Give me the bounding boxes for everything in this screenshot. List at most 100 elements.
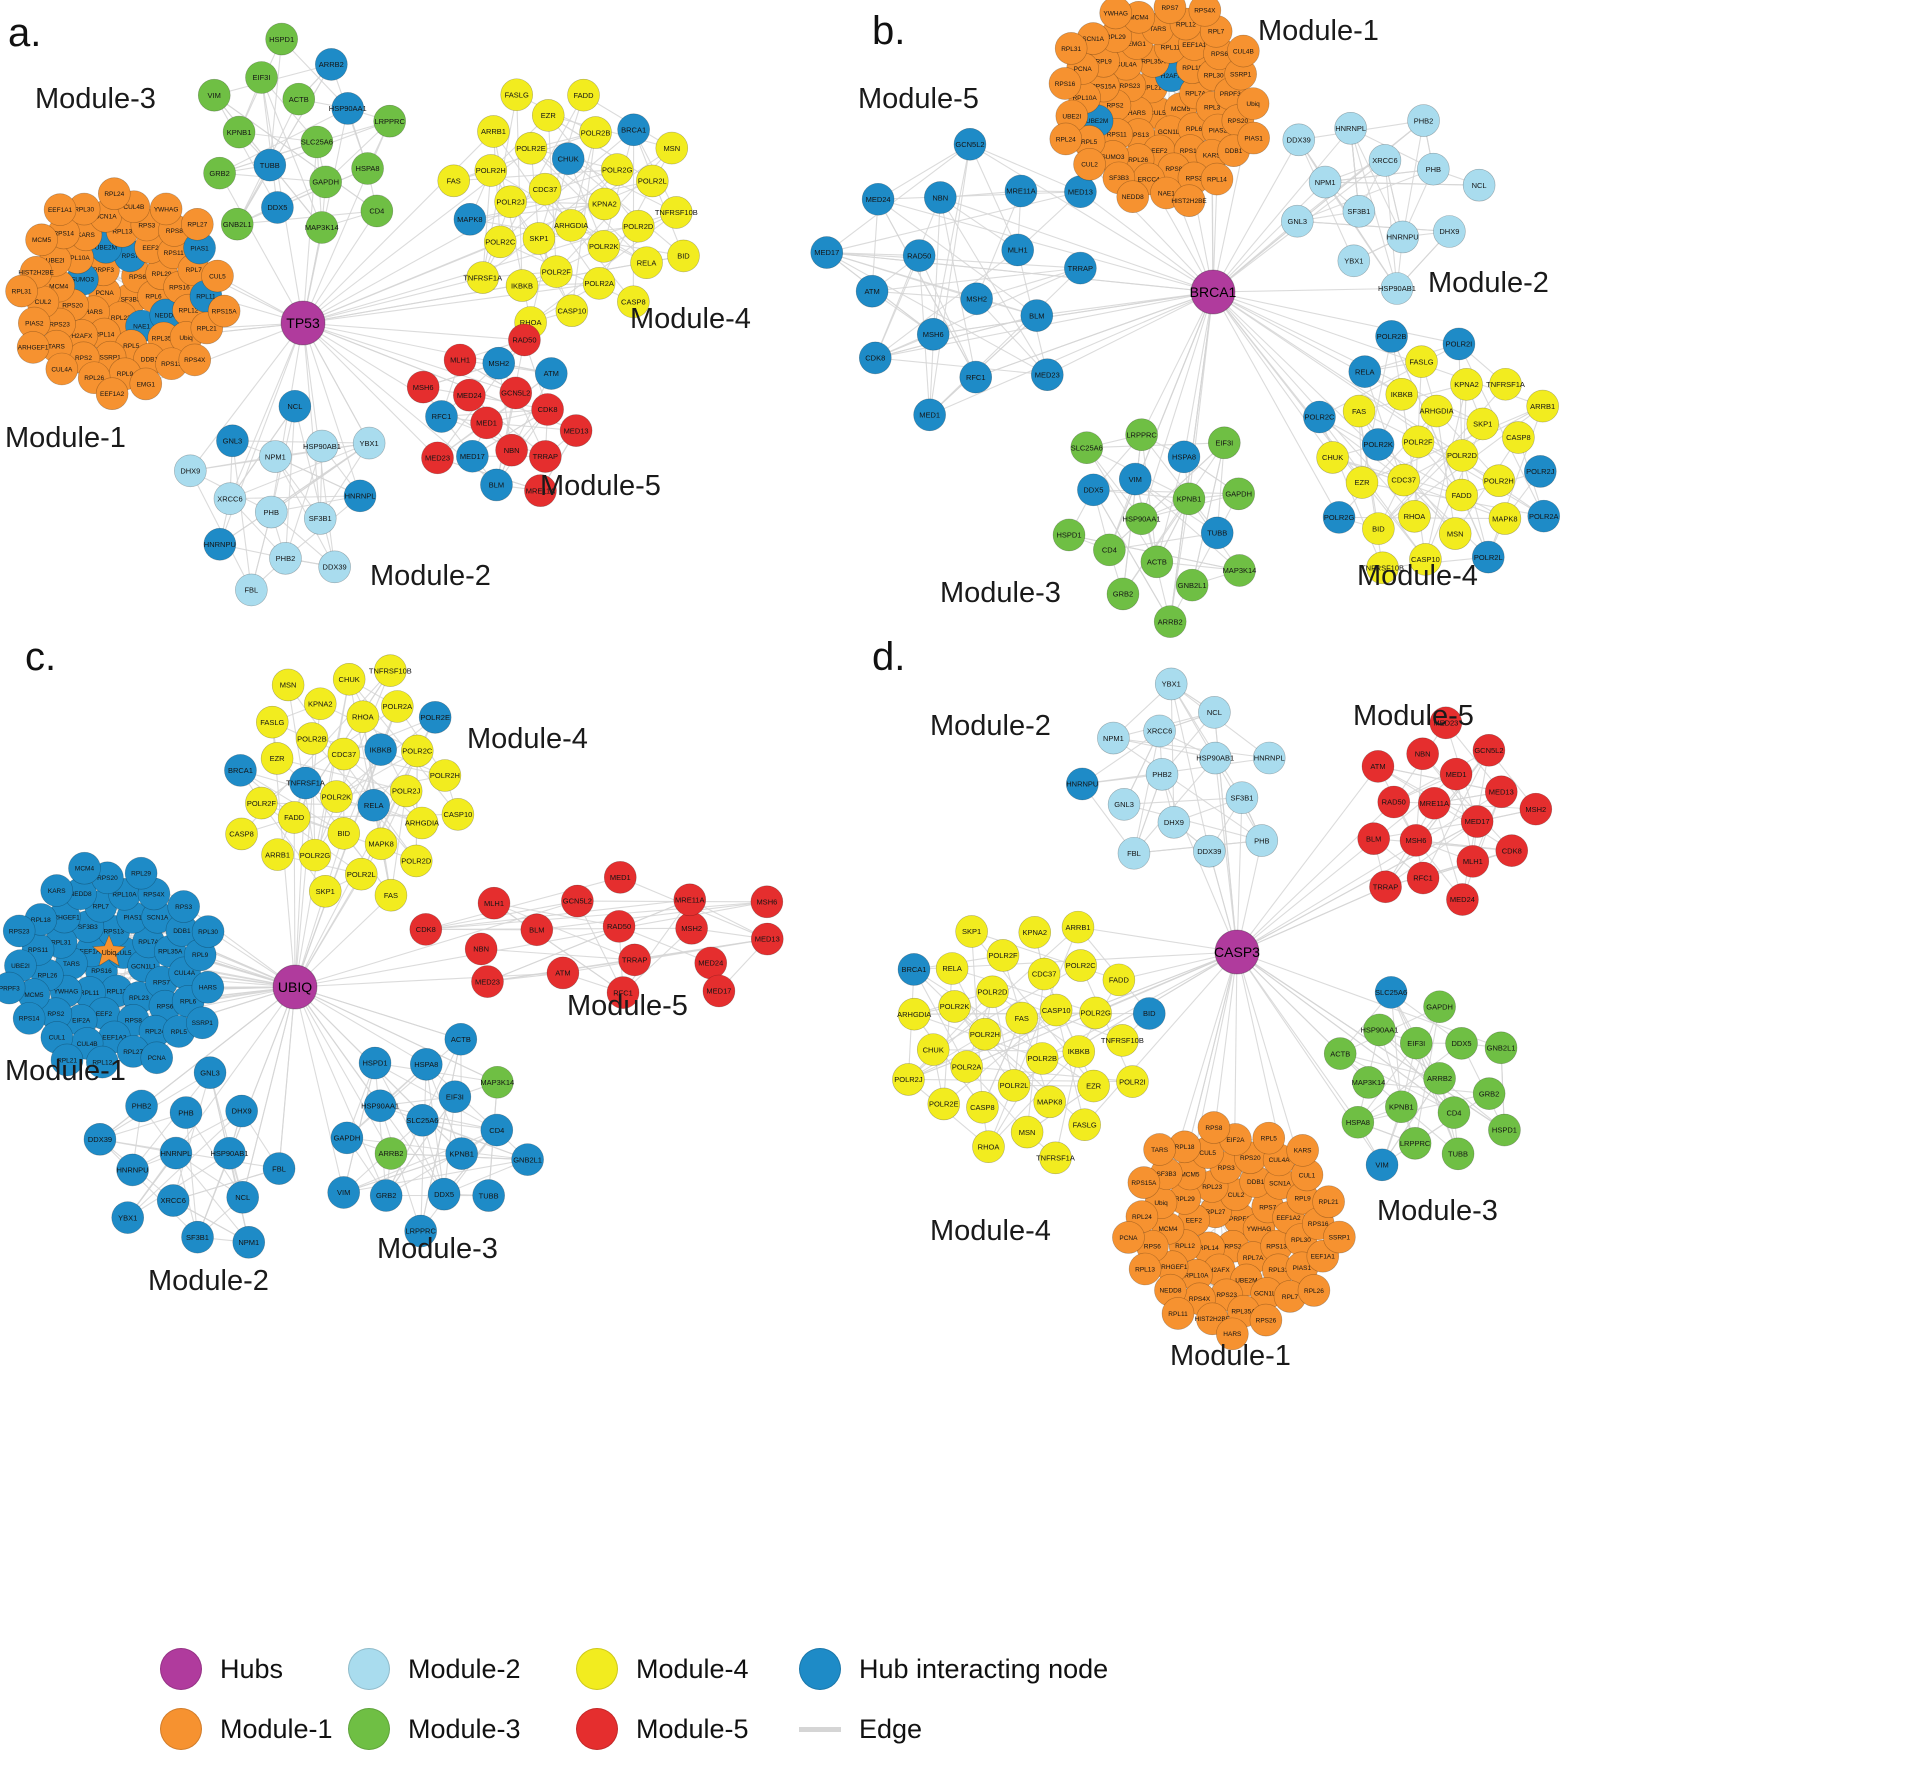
panel-letter: c. xyxy=(25,635,56,679)
node-PCNA: PCNA xyxy=(1112,1221,1145,1254)
node-MCM4: MCM4 xyxy=(68,851,101,885)
node-LRPPRC: LRPPRC xyxy=(1125,418,1158,452)
node-RPL21: RPL21 xyxy=(1312,1185,1345,1219)
node-POLR2G: POLR2G xyxy=(600,153,634,186)
hub-BRCA1: BRCA1 xyxy=(1190,269,1237,315)
node-DHX9: DHX9 xyxy=(225,1094,258,1128)
node-POLR2J: POLR2J xyxy=(892,1063,925,1096)
node-POLR2A: POLR2A xyxy=(381,690,414,723)
node-ARHGDIA: ARHGDIA xyxy=(1420,394,1454,428)
node-NCL: NCL xyxy=(278,389,312,423)
module-label-module-5: Module-5 xyxy=(540,470,661,502)
legend-item-module-3: Module-3 xyxy=(348,1708,568,1750)
node-ARRB2: ARRB2 xyxy=(1423,1062,1456,1095)
node-XRCC6: XRCC6 xyxy=(156,1184,190,1217)
module-label-module-5: Module-5 xyxy=(858,83,979,115)
node-POLR2F: POLR2F xyxy=(245,786,278,820)
node-CDK8: CDK8 xyxy=(858,341,892,375)
node-PHB: PHB xyxy=(254,495,288,529)
module-label-module-3: Module-3 xyxy=(377,1233,498,1265)
node-MAPK8: MAPK8 xyxy=(364,827,398,861)
node-CUL4B: CUL4B xyxy=(1227,34,1260,68)
node-RPS26: RPS26 xyxy=(1249,1303,1283,1337)
legend-color-swatch xyxy=(576,1708,618,1750)
node-ATM: ATM xyxy=(1361,750,1395,783)
node-TRRAP: TRRAP xyxy=(529,440,562,473)
node-EEF1A1: EEF1A1 xyxy=(43,193,77,226)
node-DDX5: DDX5 xyxy=(1445,1027,1478,1060)
node-ACTB: ACTB xyxy=(1140,545,1174,579)
node-MAPK8: MAPK8 xyxy=(1033,1085,1066,1119)
module-label-module-1: Module-1 xyxy=(5,422,126,454)
panel-letter: b. xyxy=(872,9,905,53)
node-RAD50: RAD50 xyxy=(1377,785,1411,819)
node-POLR2G: POLR2G xyxy=(1322,501,1356,534)
node-BID: BID xyxy=(1132,997,1166,1030)
node-ARRB2: ARRB2 xyxy=(315,48,348,81)
node-HNRNPL: HNRNPL xyxy=(159,1136,193,1170)
node-FAS: FAS xyxy=(1005,1001,1039,1035)
module-label-module-2: Module-2 xyxy=(930,710,1051,742)
node-DDX5: DDX5 xyxy=(1077,473,1110,507)
node-YBX1: YBX1 xyxy=(352,426,386,460)
nodes: PHB2HSP90AB1DHX9XRCC6SF3B1GNL3NCLDDX39NP… xyxy=(892,667,1553,1351)
node-FAS: FAS xyxy=(374,878,408,912)
node-YBX1: YBX1 xyxy=(1337,244,1371,278)
node-TRRAP: TRRAP xyxy=(618,943,651,977)
node-POLR2J: POLR2J xyxy=(389,774,423,808)
node-POLR2D: POLR2D xyxy=(621,209,655,243)
node-RHOA: RHOA xyxy=(972,1130,1005,1164)
legend-label: Module-1 xyxy=(220,1713,333,1744)
node-POLR2I: POLR2I xyxy=(1116,1065,1149,1098)
node-HNRNPU: HNRNPU xyxy=(1065,767,1099,801)
node-HARS: HARS xyxy=(191,971,225,1004)
node-CD4: CD4 xyxy=(1437,1096,1471,1129)
node-POLR2L: POLR2L xyxy=(997,1069,1031,1102)
node-TUBB: TUBB xyxy=(472,1179,505,1212)
node-RPL26: RPL26 xyxy=(1297,1274,1331,1307)
node-NBN: NBN xyxy=(495,433,528,467)
node-POLR2C: POLR2C xyxy=(1064,949,1098,982)
node-TARS: TARS xyxy=(1143,1133,1176,1166)
legend-label: Module-5 xyxy=(636,1713,749,1744)
node-POLR2D: POLR2D xyxy=(976,975,1009,1009)
node-CASP10: CASP10 xyxy=(555,294,589,327)
panel-d: PHB2HSP90AB1DHX9XRCC6SF3B1GNL3NCLDDX39NP… xyxy=(872,635,1553,1372)
node-MLH1: MLH1 xyxy=(443,343,477,377)
node-CDC37: CDC37 xyxy=(1027,957,1061,991)
node-MAP3K14: MAP3K14 xyxy=(480,1065,514,1099)
node-MLH1: MLH1 xyxy=(1456,845,1490,878)
node-MSH2: MSH2 xyxy=(675,911,708,945)
node-MSH2: MSH2 xyxy=(1519,792,1553,826)
node-RPS14: RPS14 xyxy=(12,1002,46,1035)
node-IKBKB: IKBKB xyxy=(505,269,539,302)
legend-item-module-5: Module-5 xyxy=(576,1708,791,1750)
node-POLR2C: POLR2C xyxy=(400,734,434,768)
node-GCN5L2: GCN5L2 xyxy=(561,884,594,918)
node-KPNB1: KPNB1 xyxy=(1385,1090,1418,1124)
node-VIM: VIM xyxy=(327,1176,360,1209)
node-EIF3I: EIF3I xyxy=(1207,426,1241,460)
node-ARHGDIA: ARHGDIA xyxy=(897,997,931,1031)
node-RPL27: RPL27 xyxy=(181,207,214,241)
hub-TP53: TP53 xyxy=(280,300,326,346)
node-FADD: FADD xyxy=(1102,963,1136,997)
node-CASP8: CASP8 xyxy=(225,817,258,851)
node-label: Ubiq xyxy=(102,950,117,957)
node-HNRNPL: HNRNPL xyxy=(1252,741,1286,775)
node-DHX9: DHX9 xyxy=(174,454,207,488)
legend-item-edge: Edge xyxy=(799,1714,1108,1745)
node-RELA: RELA xyxy=(630,246,663,280)
node-MED1: MED1 xyxy=(913,398,946,432)
node-HSP90AB1: HSP90AB1 xyxy=(210,1136,248,1170)
node-HSP90AB1: HSP90AB1 xyxy=(303,429,341,463)
node-RPL31: RPL31 xyxy=(5,274,38,308)
node-MRE11A: MRE11A xyxy=(1417,786,1451,820)
node-MSN: MSN xyxy=(271,668,305,702)
node-BRCA1: BRCA1 xyxy=(617,113,650,147)
node-IKBKB: IKBKB xyxy=(1385,378,1419,411)
node-FADD: FADD xyxy=(277,801,311,834)
node-PHB2: PHB2 xyxy=(1407,104,1440,137)
